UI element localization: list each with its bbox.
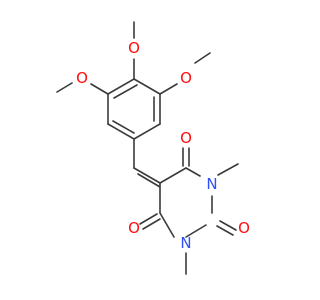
bond — [217, 163, 239, 176]
molecule-diagram: O O O O O O N N — [56, 21, 250, 275]
bond — [90, 83, 109, 95]
oxygen-atom-label: O — [76, 69, 88, 87]
carbonyl-c4 — [139, 213, 161, 230]
methoxy-right — [159, 52, 211, 95]
oxygen-atom-label: O — [238, 219, 250, 237]
bond — [107, 78, 135, 95]
bond — [159, 167, 187, 184]
oxygen-atom-label: O — [128, 219, 140, 237]
carbonyl-c6 — [182, 147, 190, 167]
bond — [159, 212, 175, 238]
bond — [142, 218, 161, 230]
bond — [159, 83, 178, 95]
benzene-ring — [107, 78, 161, 140]
oxygen-atom-label: O — [180, 129, 192, 147]
bond — [113, 84, 138, 99]
bond — [219, 220, 237, 231]
oxygen-atom-label: O — [180, 69, 192, 87]
bond — [112, 120, 135, 134]
methoxy-left — [56, 82, 109, 95]
bond — [137, 173, 161, 188]
bond — [133, 123, 161, 140]
carbonyl-c2 — [216, 220, 237, 236]
bond — [107, 123, 135, 140]
n1-methyl — [217, 163, 239, 176]
nitrogen-atom-label: N — [206, 175, 217, 193]
bond — [133, 167, 161, 184]
oxygen-atom-label: O — [128, 39, 140, 57]
bond — [133, 78, 161, 95]
bond — [185, 224, 207, 238]
bond — [216, 225, 234, 236]
bond — [139, 213, 158, 225]
bond — [194, 52, 211, 64]
benzylidene-linker — [133, 138, 161, 188]
bond — [56, 82, 73, 93]
bond — [185, 167, 201, 177]
structure-svg: O O O O O O N N — [56, 21, 250, 275]
pyrimidine-ring — [159, 167, 213, 238]
nitrogen-atom-label: N — [180, 234, 191, 252]
